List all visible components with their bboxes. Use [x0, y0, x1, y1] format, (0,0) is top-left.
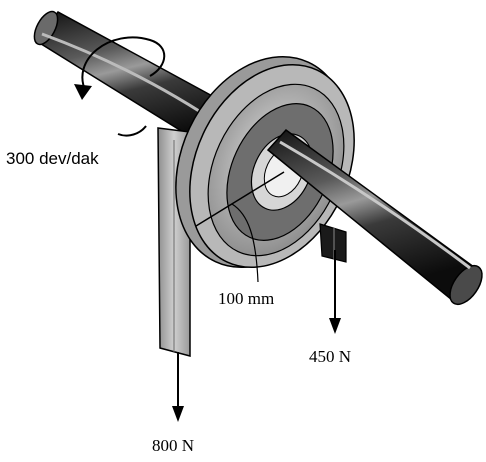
radius-label: 100 mm: [218, 289, 275, 308]
speed-label: 300 dev/dak: [6, 149, 99, 168]
force-label-800: 800 N: [152, 436, 195, 455]
pulley-wheel: [175, 55, 355, 269]
shaft-right: [266, 128, 483, 306]
belt-right-tail: [319, 223, 347, 263]
rotation-arrow-icon: [74, 36, 166, 137]
force-label-450: 450 N: [309, 347, 352, 366]
force-arrow-800: [172, 352, 184, 422]
radius-leader-line: [231, 203, 259, 283]
force-arrow-450: [329, 250, 341, 334]
